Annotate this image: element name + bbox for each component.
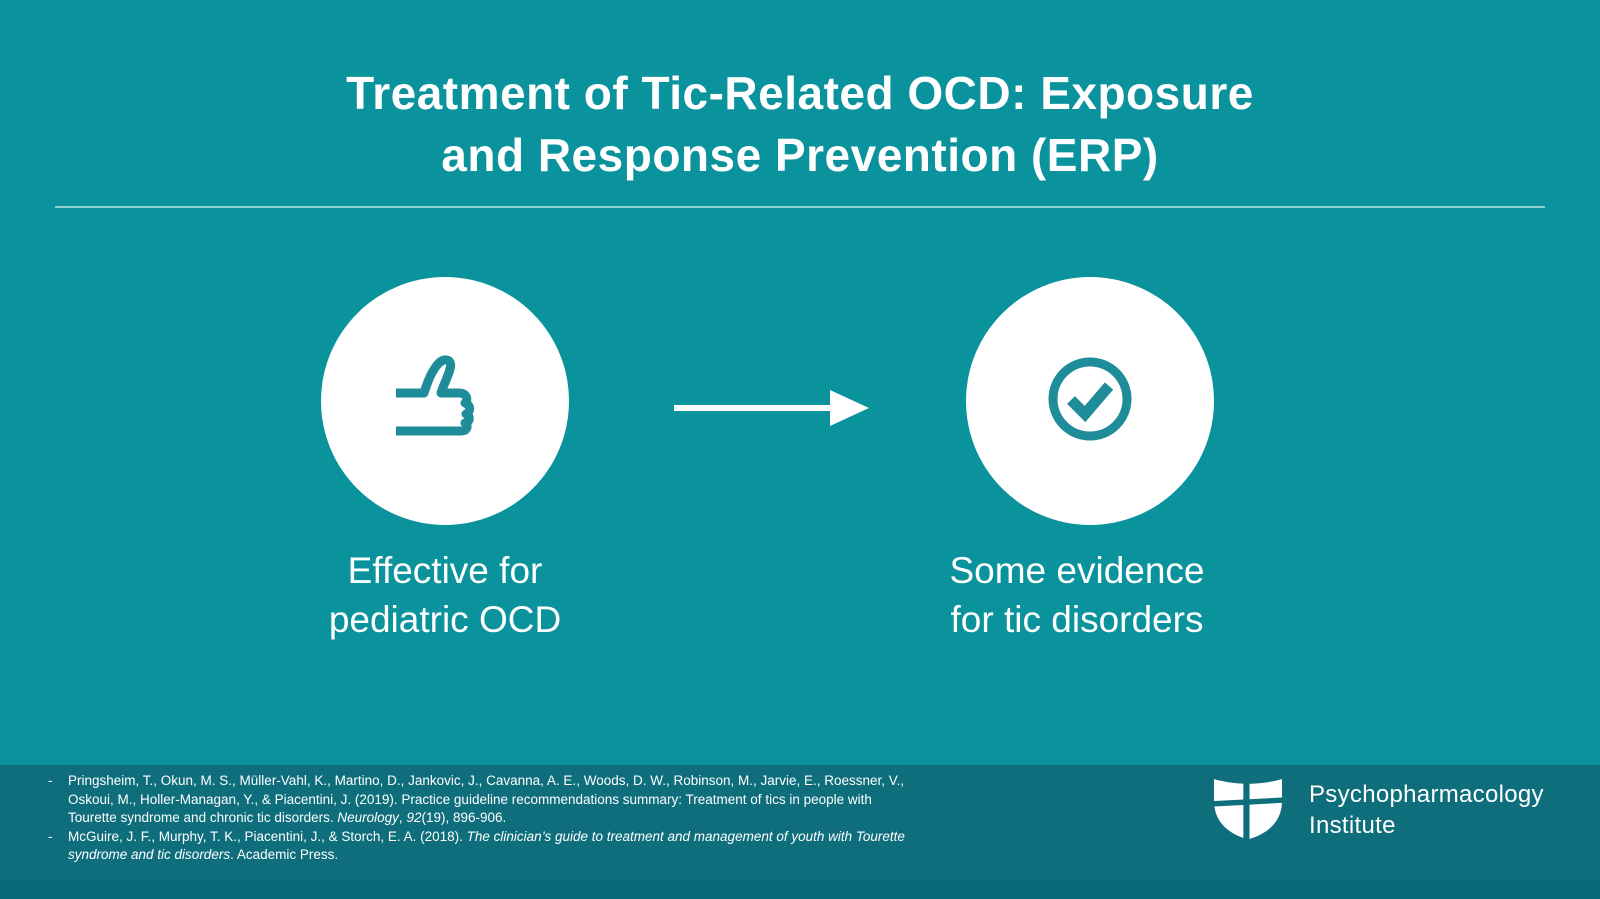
left-caption-line1: Effective for: [347, 550, 543, 591]
right-caption-line2: for tic disorders: [950, 599, 1204, 640]
right-caption: Some evidence for tic disorders: [897, 546, 1257, 644]
page-title-line1: Treatment of Tic-Related OCD: Exposure: [346, 67, 1254, 119]
reference-item: -McGuire, J. F., Murphy, T. K., Piacenti…: [48, 828, 908, 865]
page-title-line2: and Response Prevention (ERP): [441, 129, 1159, 181]
shield-logo-icon: [1209, 773, 1287, 846]
reference-text: McGuire, J. F., Murphy, T. K., Piacentin…: [68, 828, 905, 863]
bottom-strip: [0, 880, 1600, 899]
reference-list: -Pringsheim, T., Okun, M. S., Müller-Vah…: [48, 772, 908, 865]
reference-text: Pringsheim, T., Okun, M. S., Müller-Vahl…: [68, 773, 905, 825]
page-title: Treatment of Tic-Related OCD: Exposure a…: [0, 62, 1600, 186]
logo-text-line1: Psychopharmacology: [1309, 781, 1544, 808]
reference-bullet: -: [48, 773, 53, 788]
logo-text-line2: Institute: [1309, 812, 1396, 839]
logo-text: Psychopharmacology Institute: [1309, 779, 1544, 841]
check-circle-icon: [1042, 351, 1138, 452]
left-caption: Effective for pediatric OCD: [265, 546, 625, 644]
reference-item: -Pringsheim, T., Okun, M. S., Müller-Vah…: [48, 772, 908, 828]
check-circle: [966, 277, 1214, 525]
right-caption-line1: Some evidence: [949, 550, 1205, 591]
logo: Psychopharmacology Institute: [1209, 773, 1544, 846]
right-arrow-icon: [672, 386, 872, 430]
reference-bullet: -: [48, 828, 53, 844]
thumbs-up-circle: [321, 277, 569, 525]
thumbs-up-icon: [393, 353, 497, 450]
left-caption-line2: pediatric OCD: [328, 599, 562, 640]
title-divider: [55, 206, 1545, 208]
footer: -Pringsheim, T., Okun, M. S., Müller-Vah…: [0, 765, 1600, 880]
